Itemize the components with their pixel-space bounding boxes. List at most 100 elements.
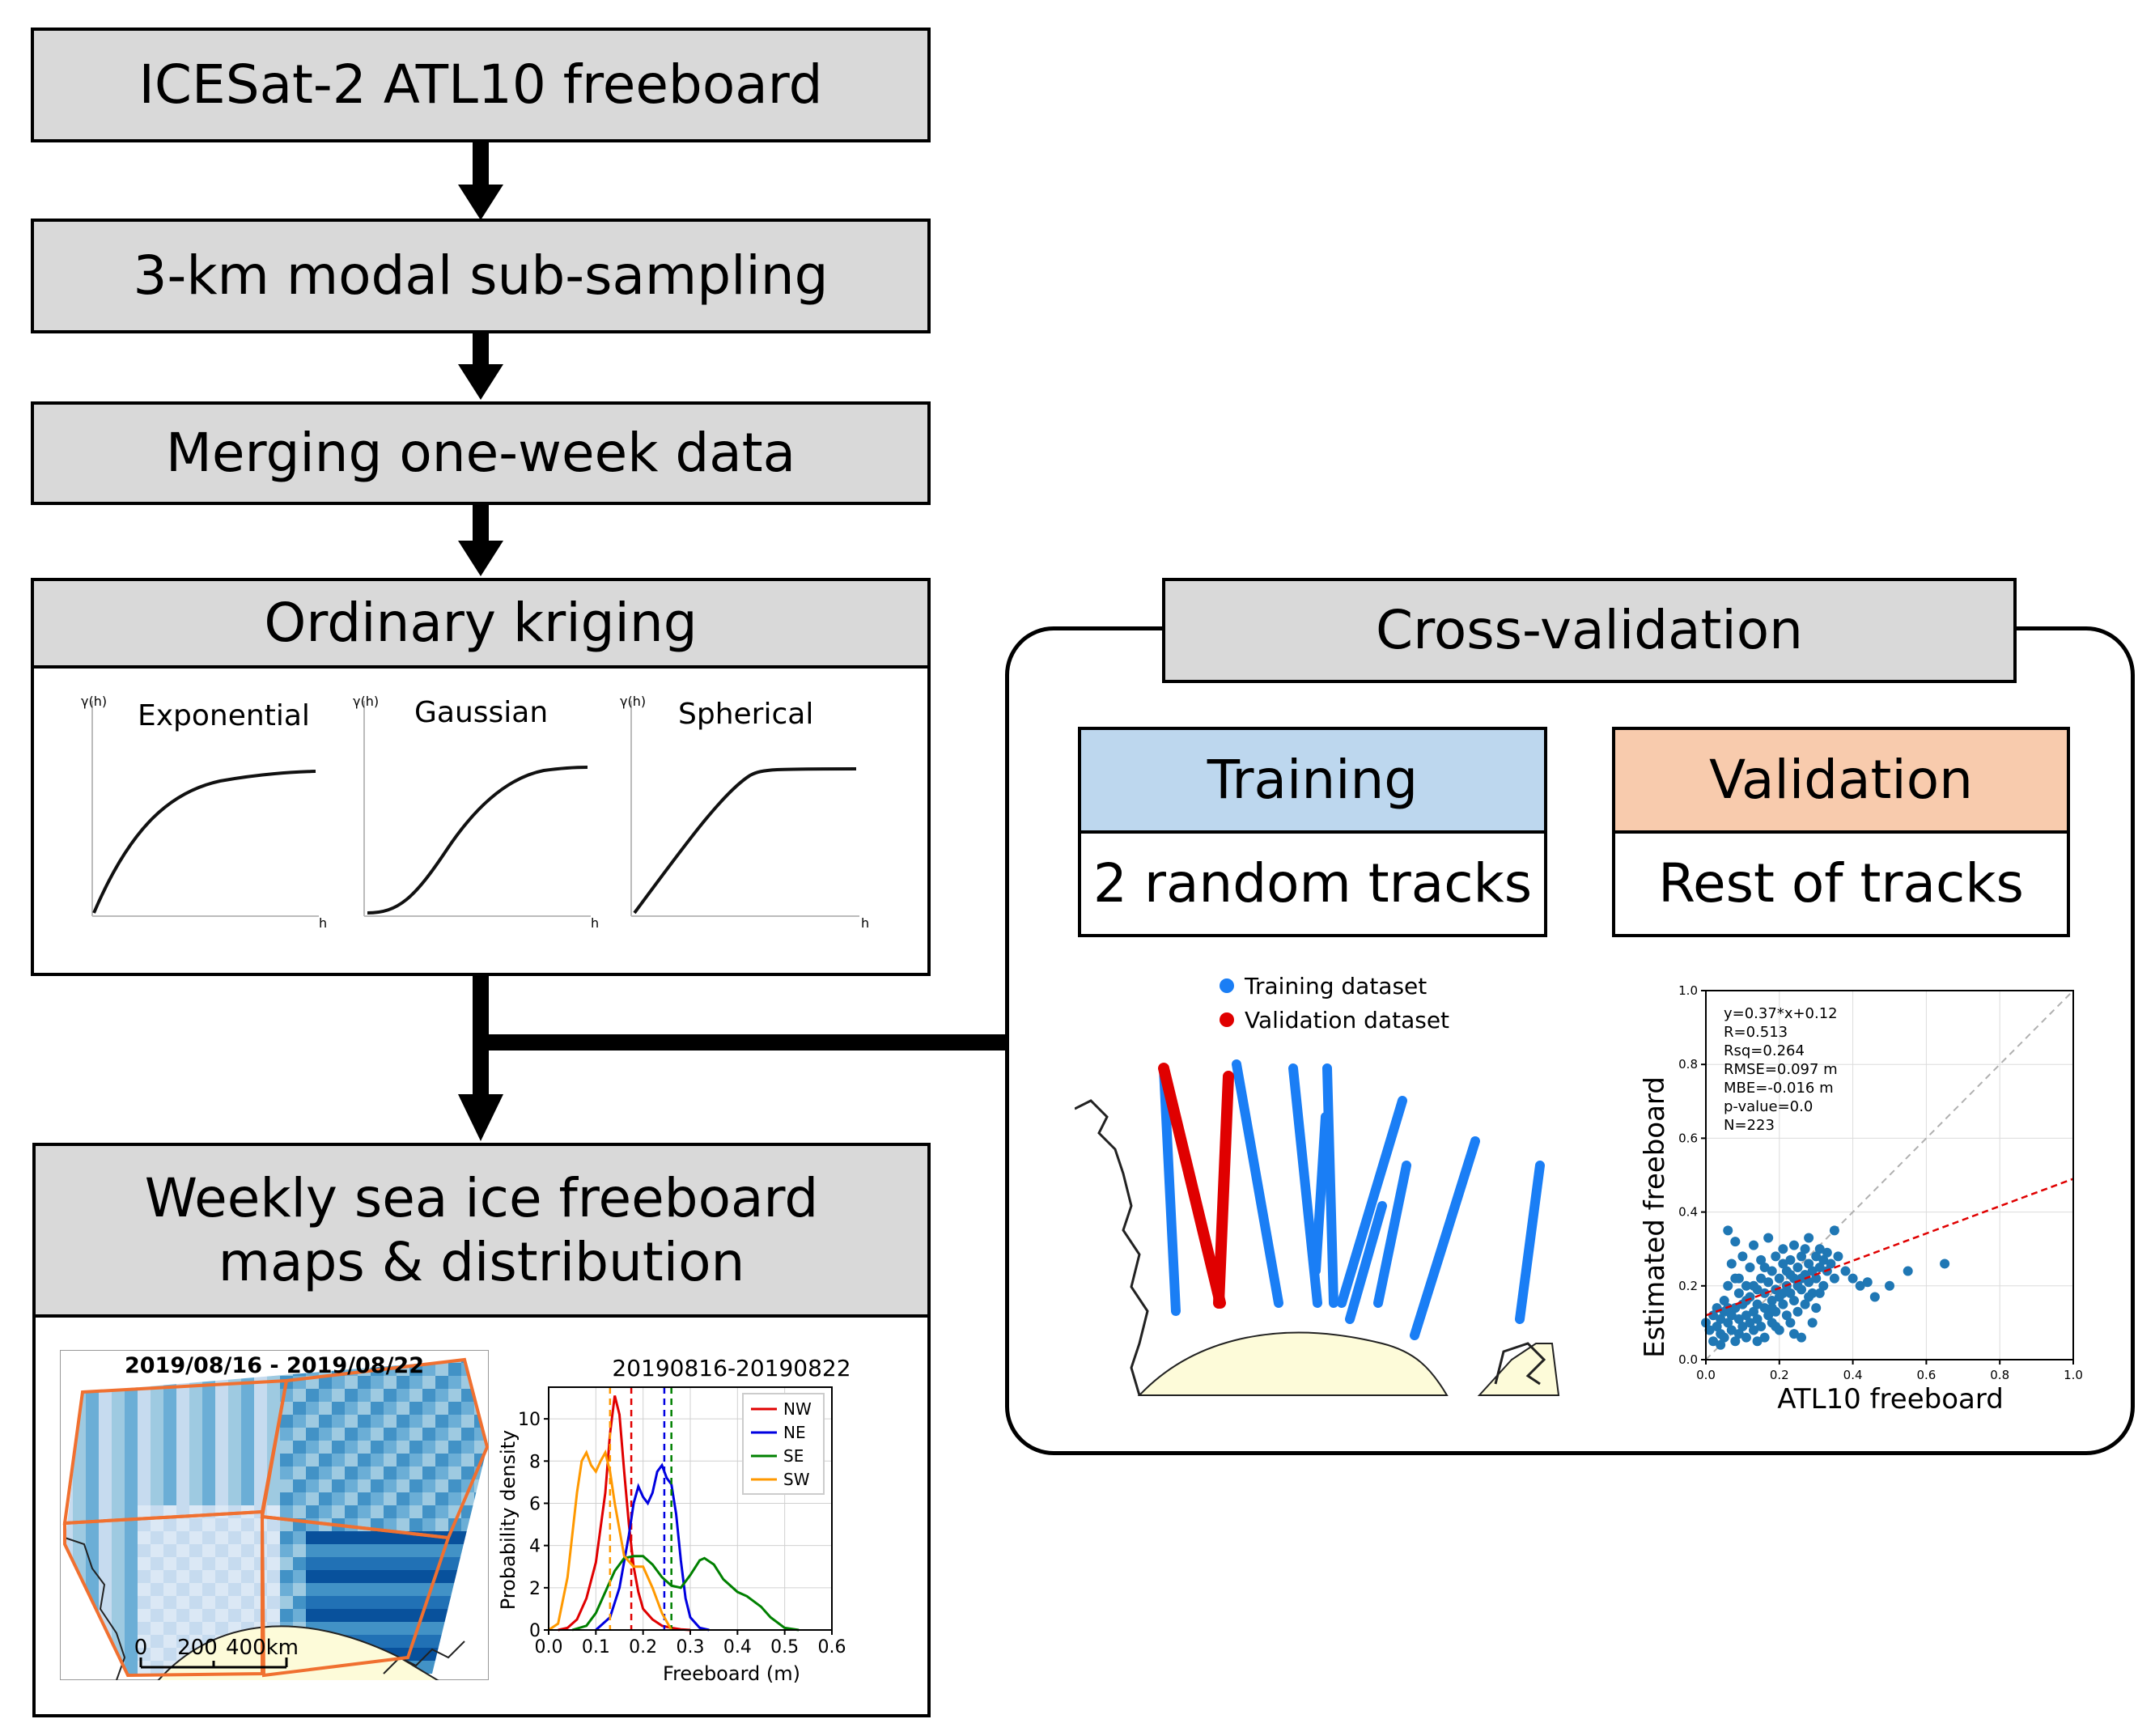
legend-validation-marker	[1220, 1012, 1234, 1027]
scatter-point	[1833, 1251, 1843, 1262]
step-weekly-line2: maps & distribution	[218, 1231, 745, 1293]
scatter-ytick-label: 0.8	[1678, 1057, 1698, 1072]
variogram-xlabel: h	[591, 915, 599, 931]
regression-line	[1705, 1178, 2074, 1317]
scatter-point	[1708, 1336, 1719, 1347]
scatter-point	[1829, 1225, 1839, 1236]
track-legend: Training dataset Validation dataset	[1220, 973, 1449, 1034]
variogram-ylabel: γ(h)	[353, 694, 379, 709]
scatter-point	[1814, 1263, 1825, 1272]
scatter-point	[1869, 1292, 1880, 1302]
scatter-xtick-label: 0.4	[1843, 1368, 1863, 1382]
scatter-point	[1797, 1284, 1807, 1295]
pdf-xtick-label: 0.2	[629, 1637, 657, 1657]
scatter-point	[1730, 1336, 1741, 1347]
scatter-point	[1759, 1288, 1770, 1298]
scatter-point	[1792, 1306, 1803, 1317]
pdf-ytick-label: 0	[529, 1621, 541, 1641]
scatter-point	[1767, 1296, 1777, 1306]
scatter-xtick-label: 1.0	[2064, 1368, 2083, 1382]
scatter-point	[1778, 1258, 1788, 1269]
scatter-point	[1749, 1280, 1759, 1291]
scatter-point	[1940, 1258, 1950, 1269]
scatter-annotation-line: y=0.37*x+0.12	[1724, 1005, 1838, 1022]
pdf-legend-label-ne: NE	[783, 1423, 806, 1442]
training-track	[1345, 1201, 1387, 1324]
variogram-ylabel: γ(h)	[620, 694, 646, 709]
scatter-point	[1733, 1288, 1744, 1298]
scatter-point	[1862, 1277, 1873, 1288]
validation-track	[1213, 1071, 1234, 1309]
training-track	[1322, 1063, 1338, 1308]
pdf-legend-label-nw: NW	[783, 1399, 812, 1419]
pdf-xtick-label: 0.0	[535, 1637, 563, 1657]
pdf-xtick-label: 0.6	[818, 1637, 846, 1657]
scatter-point	[1774, 1273, 1784, 1284]
scatter-annotation-line: Rsq=0.264	[1724, 1042, 1805, 1059]
step-merging-label: Merging one-week data	[165, 422, 796, 485]
scatter-ylabel: Estimated freeboard	[1639, 1076, 1671, 1358]
scatter-point	[1800, 1244, 1810, 1254]
scatter-ytick-label: 1.0	[1678, 983, 1698, 998]
scale-label-400: 400km	[226, 1636, 299, 1660]
scatter-point	[1818, 1280, 1829, 1291]
scatter-point	[1811, 1303, 1822, 1314]
scatter-point	[1741, 1280, 1751, 1291]
scatter-point	[1788, 1240, 1799, 1250]
scatter-point	[1763, 1233, 1774, 1243]
scatter-xtick-label: 0.2	[1770, 1368, 1789, 1382]
track-map: Training dataset Validation dataset	[1075, 973, 1560, 1396]
validation-body-label: Rest of tracks	[1658, 852, 2024, 915]
step-merging-data: Merging one-week data	[31, 401, 931, 505]
cross-validation-label: Cross-validation	[1376, 599, 1803, 662]
variogram-name-gaussian: Gaussian	[414, 696, 548, 729]
scatter-point	[1763, 1310, 1774, 1321]
training-track	[1515, 1161, 1545, 1324]
pdf-ytick-label: 8	[529, 1452, 541, 1472]
scatter-point	[1804, 1277, 1814, 1288]
scatter-point	[1797, 1332, 1807, 1343]
scatter-point	[1756, 1254, 1767, 1265]
scale-label-200: 200	[177, 1636, 218, 1660]
scatter-point	[1741, 1310, 1751, 1321]
scatter-point	[1716, 1314, 1726, 1324]
scatter-point	[1818, 1254, 1829, 1265]
scatter-point	[1903, 1266, 1913, 1276]
scatter-annotation-line: RMSE=0.097 m	[1724, 1061, 1838, 1078]
training-header: Training	[1078, 727, 1547, 834]
map-scale-bar: 0 200 400km	[134, 1636, 299, 1669]
scatter-point	[1771, 1321, 1781, 1331]
scatter-point	[1807, 1318, 1818, 1328]
scatter-point	[1778, 1299, 1788, 1309]
variogram-xlabel: h	[319, 915, 327, 931]
scatter-point	[1723, 1280, 1733, 1291]
cross-validation-title: Cross-validation	[1162, 578, 2017, 683]
scatter-point	[1756, 1321, 1767, 1331]
pdf-ytick-label: 4	[529, 1537, 541, 1557]
scatter-point	[1752, 1299, 1763, 1309]
validation-body: Rest of tracks	[1612, 830, 2070, 937]
pdf-chart-ylabel: Probability density	[497, 1430, 520, 1611]
validation-track	[1158, 1063, 1226, 1309]
pdf-ytick-label: 6	[529, 1494, 541, 1514]
variogram-name-exponential: Exponential	[138, 699, 310, 732]
scatter-xlabel: ATL10 freeboard	[1777, 1383, 2004, 1416]
pdf-series-se	[571, 1555, 800, 1632]
scatter-point	[1749, 1306, 1759, 1317]
pdf-chart-xlabel: Freeboard (m)	[663, 1662, 800, 1685]
scatter-point	[1797, 1251, 1807, 1262]
scatter-point	[1788, 1296, 1799, 1306]
legend-validation-label: Validation dataset	[1245, 1007, 1449, 1034]
step-modal-subsampling: 3-km modal sub-sampling	[31, 219, 931, 333]
training-header-label: Training	[1207, 749, 1419, 812]
scatter-point	[1785, 1254, 1796, 1265]
training-track	[1410, 1136, 1480, 1340]
scatter-point	[1737, 1251, 1748, 1262]
scatter-point	[1785, 1270, 1796, 1280]
scatter-point	[1745, 1318, 1755, 1328]
step-weekly-maps: Weekly sea ice freeboard maps & distribu…	[32, 1143, 931, 1318]
scatter-point	[1855, 1280, 1865, 1291]
